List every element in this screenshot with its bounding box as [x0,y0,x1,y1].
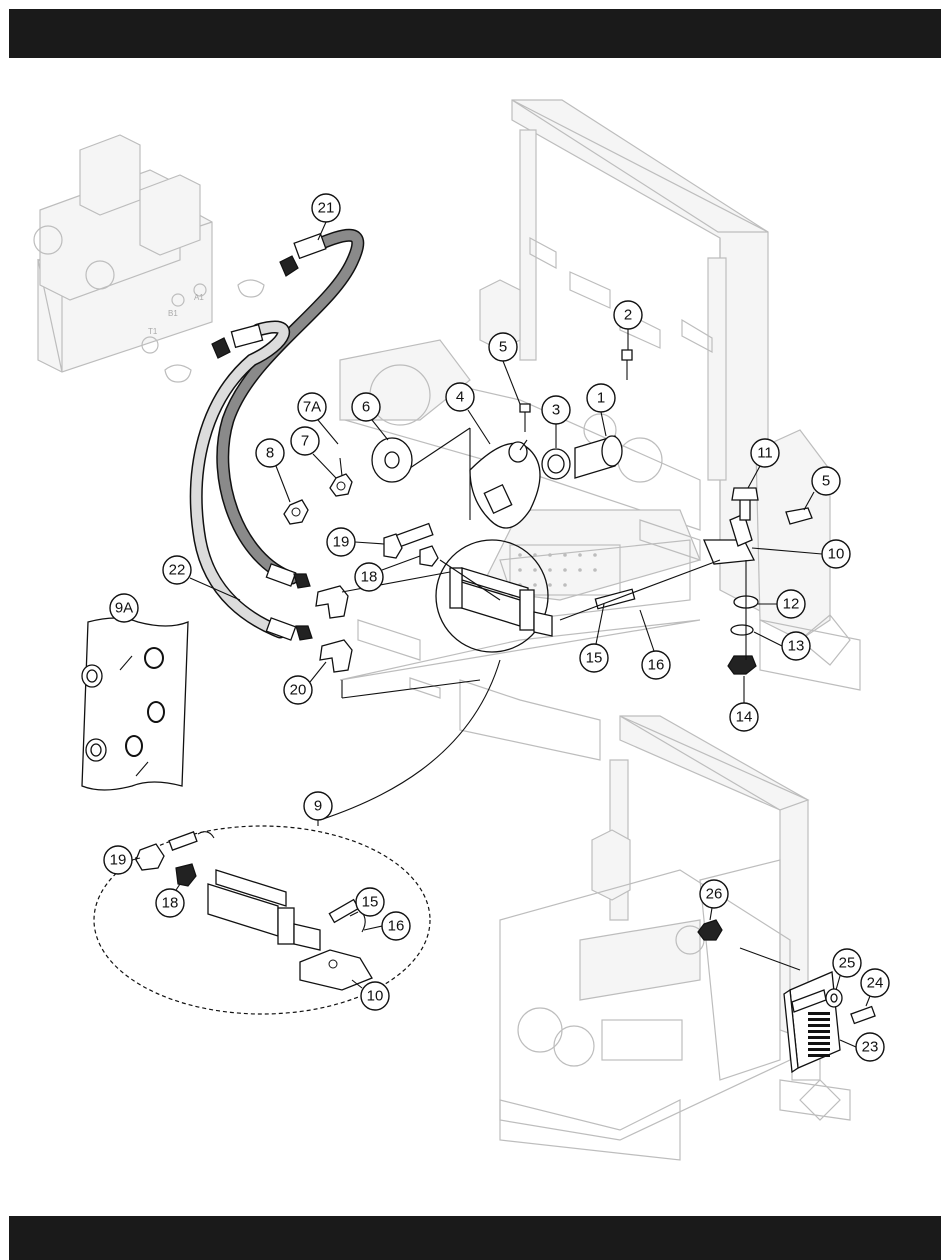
svg-text:16: 16 [648,657,665,674]
callout-25[interactable]: 25 [833,949,861,990]
svg-text:3: 3 [552,402,560,419]
svg-text:22: 22 [169,562,186,579]
callout-14[interactable]: 14 [730,676,758,731]
detail-9a [82,618,188,790]
svg-text:26: 26 [706,886,723,903]
svg-text:12: 12 [783,596,800,613]
callout-2[interactable]: 2 [614,301,642,350]
svg-text:7A: 7A [303,399,321,416]
callout-8[interactable]: 8 [256,439,290,502]
port-label-b1: B1 [168,309,178,318]
callout-24[interactable]: 24 [861,969,889,1006]
svg-text:21: 21 [318,200,335,217]
svg-text:19: 19 [110,852,127,869]
svg-text:10: 10 [828,546,845,563]
svg-text:11: 11 [757,445,773,462]
callout-19-upper[interactable]: 19 [327,528,384,556]
callout-13[interactable]: 13 [754,632,810,660]
svg-text:15: 15 [362,894,379,911]
svg-text:9: 9 [314,798,322,815]
svg-text:10: 10 [367,988,384,1005]
callout-3[interactable]: 3 [542,396,570,448]
callout-16-upper[interactable]: 16 [640,610,670,679]
svg-text:8: 8 [266,445,274,462]
svg-text:9A: 9A [115,600,133,617]
svg-text:14: 14 [736,709,753,726]
svg-text:5: 5 [822,473,830,490]
svg-text:18: 18 [162,895,179,912]
port-label-t1: T1 [148,327,158,336]
callout-19-detail[interactable]: 19 [104,846,140,874]
svg-text:13: 13 [788,638,805,655]
port-label-a1: A1 [194,293,204,302]
svg-text:2: 2 [624,307,632,324]
callout-10-detail[interactable]: 10 [352,980,389,1010]
callout-7[interactable]: 7 [291,427,336,478]
callout-26[interactable]: 26 [700,880,728,920]
valve-block-ghost: B1 A1 T1 [34,135,264,382]
lower-frame-ghost [500,716,850,1160]
svg-text:20: 20 [290,682,307,699]
svg-text:6: 6 [362,399,370,416]
svg-text:4: 4 [456,389,464,406]
svg-text:23: 23 [862,1039,879,1056]
svg-text:1: 1 [597,390,605,407]
svg-text:25: 25 [839,955,856,972]
callout-18-detail[interactable]: 18 [156,884,184,917]
callout-9a[interactable]: 9A [110,594,138,622]
callout-1[interactable]: 1 [587,384,615,436]
callout-23[interactable]: 23 [840,1033,884,1061]
svg-text:5: 5 [499,339,507,356]
svg-text:19: 19 [333,534,350,551]
svg-text:18: 18 [361,569,378,586]
callout-5-upper[interactable]: 5 [489,333,520,404]
callout-18-upper[interactable]: 18 [355,556,420,591]
svg-text:15: 15 [586,650,603,667]
svg-text:7: 7 [301,433,309,450]
svg-text:16: 16 [388,918,405,935]
callout-20[interactable]: 20 [284,662,326,704]
callout-9[interactable]: 9 [304,792,332,826]
svg-text:24: 24 [867,975,884,992]
